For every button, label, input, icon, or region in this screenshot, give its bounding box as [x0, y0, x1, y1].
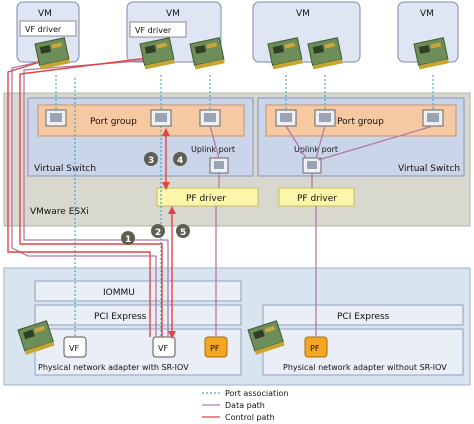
vf-box — [152, 336, 176, 358]
network-card-icon — [139, 37, 175, 70]
legend-control-path-label: Control path — [225, 413, 275, 422]
step-badge: 4 — [173, 152, 187, 166]
port-icon — [275, 109, 297, 127]
step-badge: 3 — [144, 152, 158, 166]
pf-driver-left-label: PF driver — [186, 194, 226, 204]
vf-driver-box — [129, 21, 187, 38]
network-card-icon — [307, 37, 343, 70]
network-card-icon — [189, 37, 225, 70]
vswitch-right-label: Virtual Switch — [398, 164, 460, 174]
pci-left-box — [34, 304, 242, 326]
svg-text:1: 1 — [125, 235, 131, 245]
port-icon — [45, 109, 67, 127]
control-path-line — [7, 61, 151, 337]
svg-text:4: 4 — [177, 156, 183, 166]
data-path-line — [317, 125, 434, 161]
data-path-line — [315, 125, 326, 159]
data-path-line — [209, 125, 220, 159]
svg-text:5: 5 — [180, 228, 186, 238]
port-icon — [150, 109, 172, 127]
portgroup-left-label: Port group — [90, 117, 137, 127]
port-icon — [199, 109, 221, 127]
network-card-icon — [413, 37, 449, 70]
vf-driver-label: VF driver — [135, 26, 172, 35]
uplink-port-icon — [209, 157, 229, 174]
pf-driver-left — [156, 187, 259, 207]
vm-label: VM — [420, 9, 434, 19]
vf-box — [63, 336, 87, 358]
port-icon — [422, 109, 444, 127]
step-badge: 1 — [121, 231, 135, 245]
network-card-icon — [267, 37, 303, 70]
pci-left-label: PCI Express — [94, 312, 147, 322]
iommu-box — [34, 280, 242, 302]
svg-text:3: 3 — [148, 156, 154, 166]
step-badge: 5 — [176, 224, 190, 238]
network-card-icon — [34, 37, 70, 70]
adapter-left-label: Physical network adapter with SR-IOV — [38, 363, 189, 372]
legend-data-path-label: Data path — [225, 401, 265, 410]
pf-label: PF — [310, 344, 320, 353]
port-icon — [314, 109, 336, 127]
data-path-line — [285, 125, 307, 159]
vf-driver-box — [19, 20, 77, 37]
control-path-line — [19, 57, 163, 337]
pci-right-box — [262, 304, 464, 326]
vf-driver-label: VF driver — [25, 25, 62, 34]
adapter-right-label: Physical network adapter without SR-IOV — [283, 363, 447, 372]
step-badge: 2 — [151, 224, 165, 238]
vswitch-left-label: Virtual Switch — [34, 164, 96, 174]
legend-port-association-label: Port association — [225, 389, 288, 398]
portgroup-right-label: Port group — [337, 117, 384, 127]
pf-driver-right-label: PF driver — [297, 194, 337, 204]
pf-label: PF — [210, 344, 220, 353]
vf-label: VF — [69, 344, 79, 353]
vm-label: VM — [296, 9, 310, 19]
uplink-left-label: Uplink port — [191, 145, 235, 154]
vm-label: VM — [38, 9, 52, 19]
svg-text:2: 2 — [155, 228, 161, 238]
network-card-icon — [17, 320, 55, 355]
vf-label: VF — [158, 344, 168, 353]
vm-label: VM — [166, 9, 180, 19]
uplink-right-label: Uplink port — [294, 145, 338, 154]
esxi-label: VMware ESXi — [30, 207, 89, 217]
iommu-label: IOMMU — [103, 288, 135, 298]
network-card-icon — [247, 320, 285, 355]
pci-right-label: PCI Express — [337, 312, 390, 322]
